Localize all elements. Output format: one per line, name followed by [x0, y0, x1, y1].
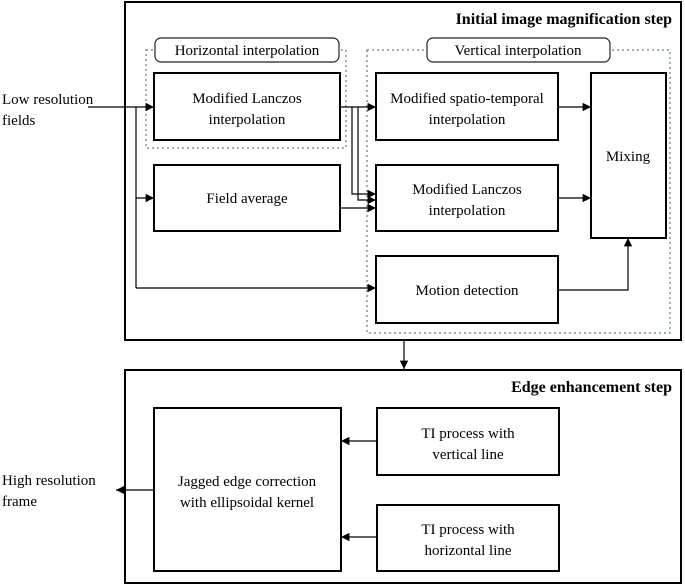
low-resolution-label-line1: Low resolution [2, 92, 94, 108]
vertical-interpolation-label: Vertical interpolation [454, 43, 582, 59]
block-spatio-temporal: Modified spatio-temporal interpolation [375, 72, 559, 141]
block-field-average-label: Field average [206, 191, 288, 207]
block-ti-horizontal-line1: TI process with [421, 522, 515, 538]
block-motion-detection: Motion detection [375, 255, 559, 324]
arrow-lanczos-h-to-lanczos-v-b [357, 107, 376, 205]
horizontal-interpolation-tag [154, 37, 340, 63]
block-lanczos-v-line1: Modified Lanczos [412, 182, 522, 198]
magnification-step-title: Initial image magnification step [456, 11, 673, 28]
horizontal-interpolation-label: Horizontal interpolation [175, 43, 320, 59]
magnification-step-frame [124, 1, 682, 341]
arrow-motion-detection-to-mixing [558, 238, 633, 291]
edge-step-title: Edge enhancement step [511, 379, 672, 396]
block-ti-horizontal-line2: horizontal line [424, 543, 511, 559]
block-mixing: Mixing [590, 72, 667, 239]
block-ti-vertical-line1: TI process with [421, 426, 515, 442]
block-lanczos-v: Modified Lanczos interpolation [375, 164, 559, 232]
block-mixing-label: Mixing [606, 149, 651, 165]
low-resolution-label-line2: fields [2, 113, 35, 129]
vertical-interpolation-tag [426, 37, 611, 63]
block-ti-vertical-line2: vertical line [432, 447, 504, 463]
block-lanczos-h-line2: interpolation [209, 112, 286, 128]
block-ti-vertical: TI process with vertical line [376, 407, 560, 476]
high-resolution-label-line1: High resolution [2, 473, 96, 489]
arrow-lanczos-h-to-lanczos-v-a [351, 107, 376, 199]
block-lanczos-h-line1: Modified Lanczos [192, 91, 302, 107]
connections [88, 102, 633, 542]
block-jagged-edge-line2: with ellipsoidal kernel [180, 495, 314, 511]
edge-step-frame [124, 369, 682, 584]
block-spatio-temporal-line1: Modified spatio-temporal [390, 91, 544, 107]
block-spatio-temporal-line2: interpolation [429, 112, 506, 128]
block-motion-detection-label: Motion detection [416, 283, 519, 299]
block-field-average: Field average [153, 164, 341, 232]
block-lanczos-v-line2: interpolation [429, 203, 506, 219]
block-ti-horizontal: TI process with horizontal line [376, 504, 560, 572]
high-resolution-label-line2: frame [2, 494, 37, 510]
block-lanczos-h: Modified Lanczos interpolation [153, 72, 341, 141]
block-jagged-edge-line1: Jagged edge correction [178, 474, 317, 490]
block-jagged-edge: Jagged edge correction with ellipsoidal … [153, 407, 342, 572]
